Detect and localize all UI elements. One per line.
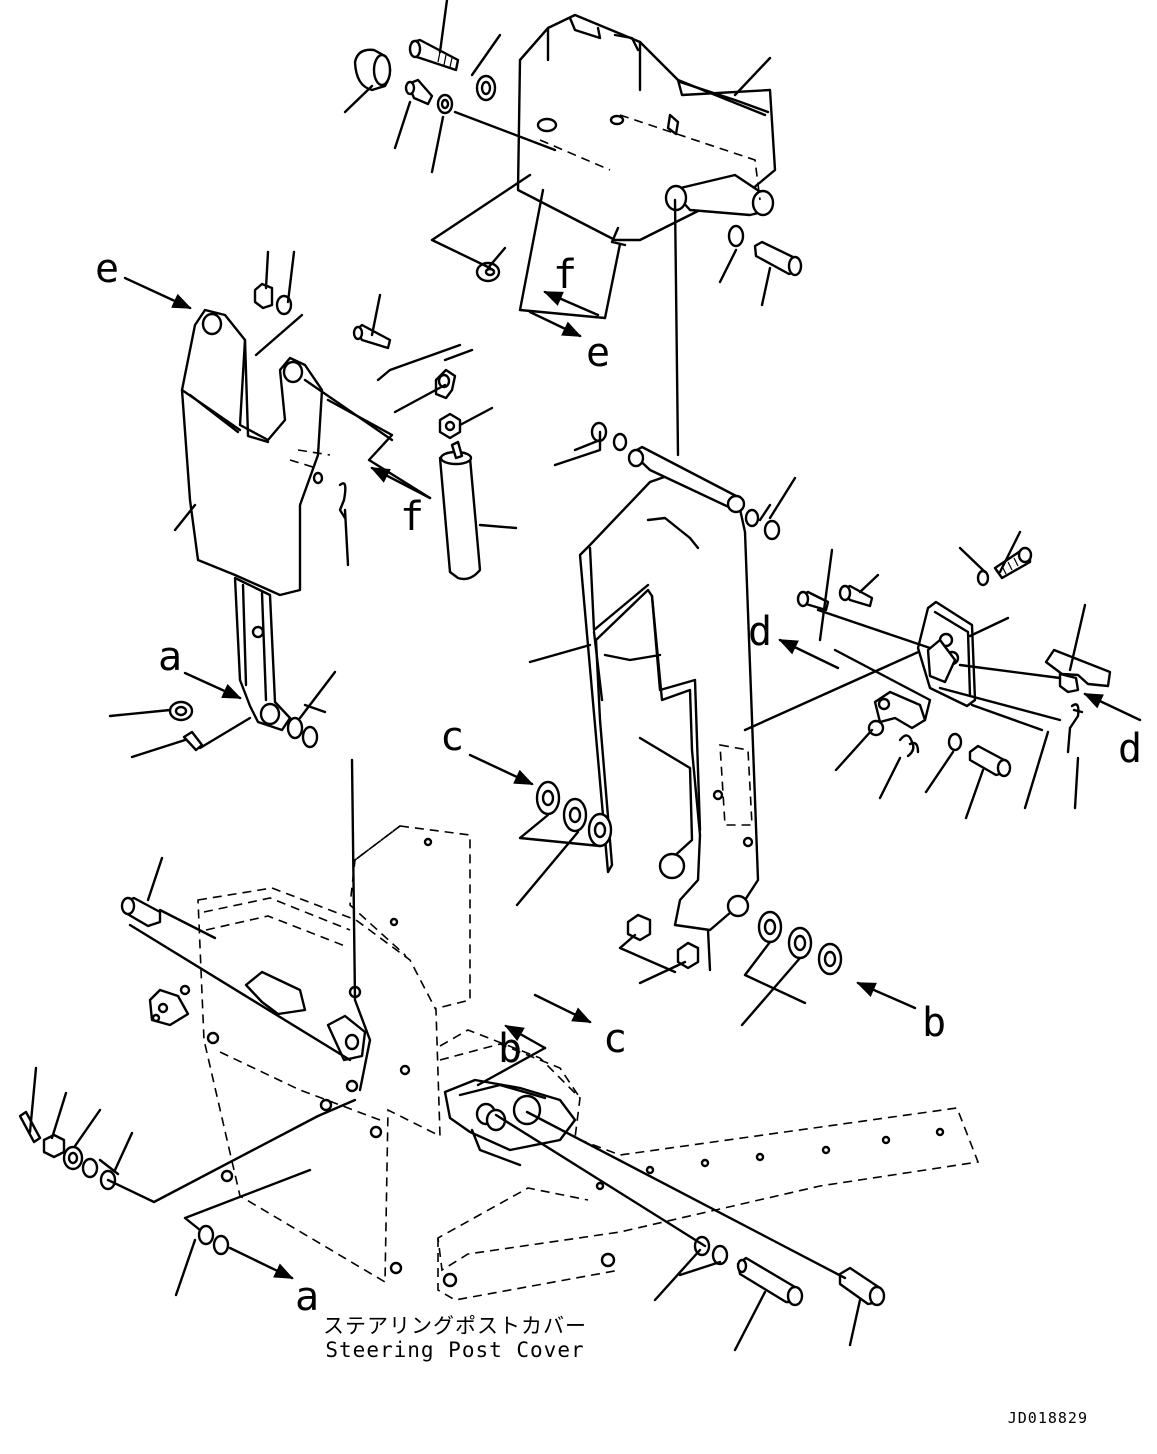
left-bushing	[253, 282, 274, 310]
knob-cap	[353, 48, 392, 92]
arrow-e-upper	[123, 276, 192, 310]
label-d-mid: d	[748, 609, 772, 655]
pedal-bolt-top-1	[796, 590, 830, 612]
pedal-washer-top	[976, 569, 990, 587]
leader-lines-left-low	[108, 670, 337, 759]
arrow-f-lower	[370, 466, 432, 500]
bottom-washer-2	[81, 1157, 99, 1179]
label-e-mid: e	[586, 330, 610, 376]
bottom-washer-7	[711, 1244, 729, 1266]
arrow-e-mid	[528, 310, 582, 338]
label-f-upper: f	[553, 252, 577, 298]
center-washers-large	[535, 780, 613, 848]
bottom-washer-5	[212, 1234, 230, 1256]
pivot-bracket	[443, 1078, 577, 1167]
center-washer-4	[763, 519, 781, 541]
reference-arrows	[123, 276, 1142, 1280]
pedal-washer	[947, 732, 963, 752]
label-d-right: d	[1118, 726, 1142, 772]
left-clip	[338, 482, 347, 520]
cotter-pin	[1066, 703, 1084, 754]
bottom-pin	[18, 1110, 42, 1144]
post-cover-panel	[148, 887, 441, 1284]
bottom-pivot-pin	[736, 1256, 804, 1307]
label-c-lower: c	[603, 1016, 627, 1062]
center-washer-2	[612, 432, 628, 452]
leader-lines-right	[816, 530, 1087, 820]
pedal-bolt-top-3	[993, 546, 1033, 580]
right-pin-bolt	[753, 240, 803, 277]
left-washer-3	[301, 725, 319, 749]
bottom-washer-4	[197, 1224, 215, 1246]
arrow-d-mid	[778, 638, 840, 670]
left-upper-cover	[180, 308, 331, 732]
gas-damper	[438, 440, 482, 581]
arrow-b-right	[856, 981, 917, 1010]
pedal-bolt	[968, 744, 1012, 778]
label-c-left: c	[440, 714, 464, 760]
right-washers-large	[757, 910, 843, 976]
pedal-bolt-top-2	[838, 584, 874, 608]
bottom-bolt	[838, 1266, 886, 1307]
lever-link	[867, 690, 927, 737]
spring	[898, 734, 920, 758]
label-f-lower: f	[400, 494, 424, 540]
bottom-nut	[42, 1133, 66, 1159]
label-a-lower: a	[295, 1274, 319, 1320]
caption-japanese: ステアリングポストカバー	[323, 1314, 587, 1338]
label-b-lower: b	[498, 1026, 522, 1072]
center-washer-3	[744, 508, 760, 528]
top-stud	[404, 78, 434, 106]
arrow-d-right	[1083, 692, 1142, 722]
leader-lines-bottom	[28, 758, 862, 1352]
leader-lines-left	[173, 250, 518, 567]
left-washer-2	[286, 716, 304, 740]
arrow-c-lower	[533, 993, 592, 1024]
arrow-a-upper	[183, 671, 242, 700]
leader-lines-center	[515, 198, 947, 1027]
top-washer-3	[475, 261, 501, 283]
lever-knob	[1044, 648, 1112, 694]
left-bolt-low	[120, 896, 162, 928]
column-head	[516, 13, 777, 247]
top-pin-bolt	[408, 38, 460, 72]
left-stud-1	[182, 730, 204, 752]
leader-lines-top	[343, 0, 772, 320]
arrow-c-left	[468, 753, 534, 786]
label-a-upper: a	[158, 634, 182, 680]
label-b-right: b	[922, 1000, 946, 1046]
right-washer	[727, 224, 745, 248]
arrow-a-lower	[228, 1246, 294, 1280]
figure-id: JD018829	[1008, 1409, 1088, 1427]
caption-english: Steering Post Cover	[325, 1338, 584, 1362]
left-nut-1	[168, 700, 194, 722]
label-e-upper: e	[95, 246, 119, 292]
steering-column-frame	[578, 445, 760, 932]
left-bolt-top	[352, 323, 392, 350]
hex-nut-top	[438, 412, 462, 440]
arrow-f-upper	[543, 290, 600, 317]
arrow-b-lower	[504, 1024, 547, 1050]
floor-frame	[399, 1029, 980, 1301]
tilt-lever-bracket	[916, 600, 977, 708]
